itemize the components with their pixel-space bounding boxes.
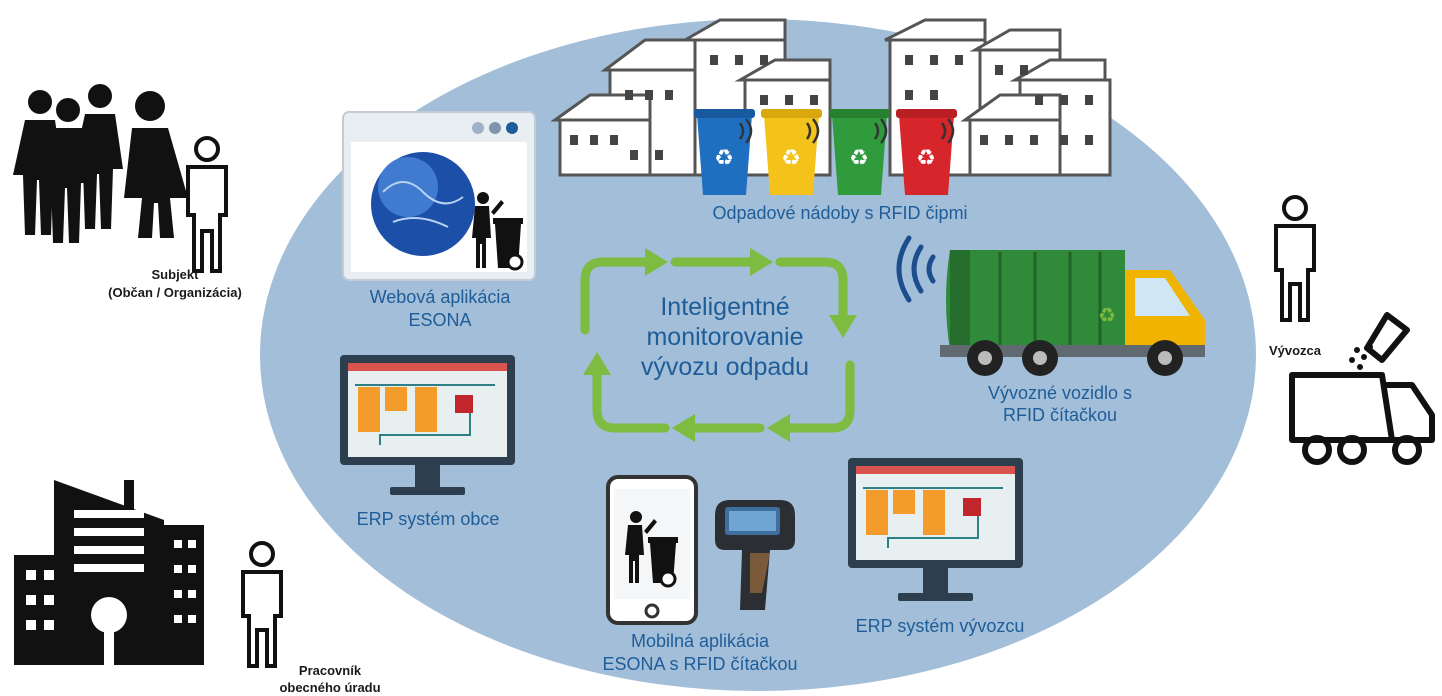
mobile-app-label-1: Mobilná aplikácia xyxy=(630,631,770,651)
web-app-label-1: Webová aplikácia xyxy=(369,287,511,307)
cycle-arrows-icon xyxy=(580,248,857,442)
rfid-bins-icon: ♻ ♻ ♻ ♻ xyxy=(694,109,957,195)
center-title-line3: vývozu odpadu xyxy=(640,353,810,381)
erp-monitor-municipal-icon xyxy=(340,355,515,495)
clerk-subtitle: obecného úradu xyxy=(279,680,381,695)
houses-icon xyxy=(550,18,1112,177)
clerk-title: Pracovník xyxy=(298,663,362,678)
svg-text:♻: ♻ xyxy=(1098,303,1116,327)
center-title: Inteligentné monitorovanie vývozu odpadu xyxy=(595,292,855,382)
carrier-person-icon xyxy=(1274,195,1316,322)
web-app-label-2: ESONA xyxy=(408,310,472,330)
carrier-label: Vývozca xyxy=(1268,343,1322,358)
subject-subtitle: (Občan / Organizácia) xyxy=(108,285,242,300)
garbage-truck-icon: ♻ xyxy=(940,250,1205,376)
truck-label-1: Vývozné vozidlo s xyxy=(987,383,1133,403)
erp-carrier-label: ERP systém vývozcu xyxy=(855,616,1025,636)
center-title-line2: monitorovanie xyxy=(646,323,804,351)
bins-label: Odpadové nádoby s RFID čipmi xyxy=(712,203,968,223)
erp-municipal-label: ERP systém obce xyxy=(356,509,500,529)
garbage-truck-outline-icon xyxy=(1289,312,1435,465)
clerk-person-icon xyxy=(241,541,283,668)
person-outline-icon xyxy=(186,136,228,273)
truck-label-2: RFID čítačkou xyxy=(1002,405,1118,425)
rfid-signal-icon xyxy=(896,235,936,303)
svg-text:♻: ♻ xyxy=(714,146,734,171)
mobile-app-phone-icon xyxy=(606,475,698,625)
web-app-window-icon xyxy=(342,111,536,281)
erp-monitor-carrier-icon xyxy=(848,458,1023,601)
people-group-icon xyxy=(13,84,188,243)
subject-title: Subjekt xyxy=(151,267,199,282)
mobile-app-label-2: ESONA s RFID čítačkou xyxy=(602,654,798,674)
svg-text:♻: ♻ xyxy=(916,146,936,171)
svg-text:♻: ♻ xyxy=(849,146,869,171)
city-building-icon xyxy=(14,480,204,665)
svg-text:♻: ♻ xyxy=(781,146,801,171)
center-title-line1: Inteligentné xyxy=(660,293,790,321)
rfid-reader-device-icon xyxy=(715,500,795,610)
